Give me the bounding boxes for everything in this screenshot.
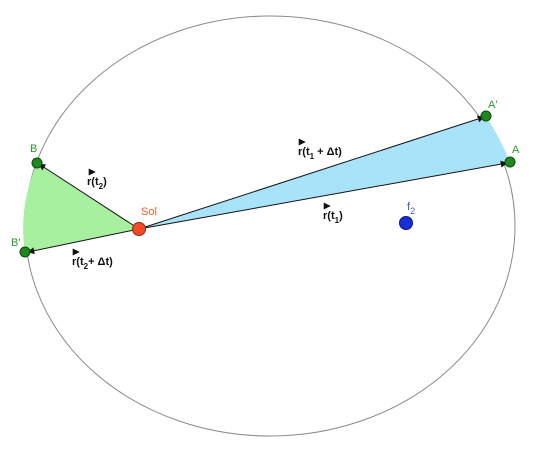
sun-point[interactable] [132, 222, 146, 236]
label-r-t1-dt-group: r(t1 + Δt) [298, 138, 342, 161]
label-sun: Sol [141, 206, 157, 218]
label-r-t1-group: r(t1) [323, 202, 343, 225]
label-b: B [30, 143, 37, 155]
vector-r-t1-dt-arrow [138, 115, 485, 230]
label-a-prime: A' [488, 99, 497, 111]
point-b-prime[interactable] [19, 246, 31, 258]
swept-area-sector-b [23, 163, 139, 252]
vector-r-t1-arrow [138, 160, 508, 230]
label-a: A [512, 144, 520, 156]
label-r-t2-dt-group: r(t2+ Δt) [72, 248, 113, 271]
label-b-prime: B' [11, 237, 20, 249]
label-focus-f2: f2 [407, 201, 415, 216]
label-r-t1: r(t1) [323, 210, 343, 225]
point-a-prime[interactable] [480, 110, 492, 122]
label-focus-f2-main: f [407, 201, 411, 213]
focus-f2-point[interactable] [399, 216, 413, 230]
vector-r-t2-dt-arrow [27, 228, 140, 255]
label-r-t1-dt: r(t1 + Δt) [298, 146, 342, 161]
label-r-t2: r(t2) [87, 176, 107, 191]
label-r-t2-dt: r(t2+ Δt) [72, 256, 113, 271]
label-r-t2-group: r(t2) [87, 168, 107, 191]
swept-area-sector-a [139, 116, 510, 229]
point-a[interactable] [504, 156, 516, 168]
vector-r-t2-arrow [38, 163, 140, 230]
label-focus-f2-sub: 2 [410, 206, 415, 216]
point-b[interactable] [31, 157, 43, 169]
